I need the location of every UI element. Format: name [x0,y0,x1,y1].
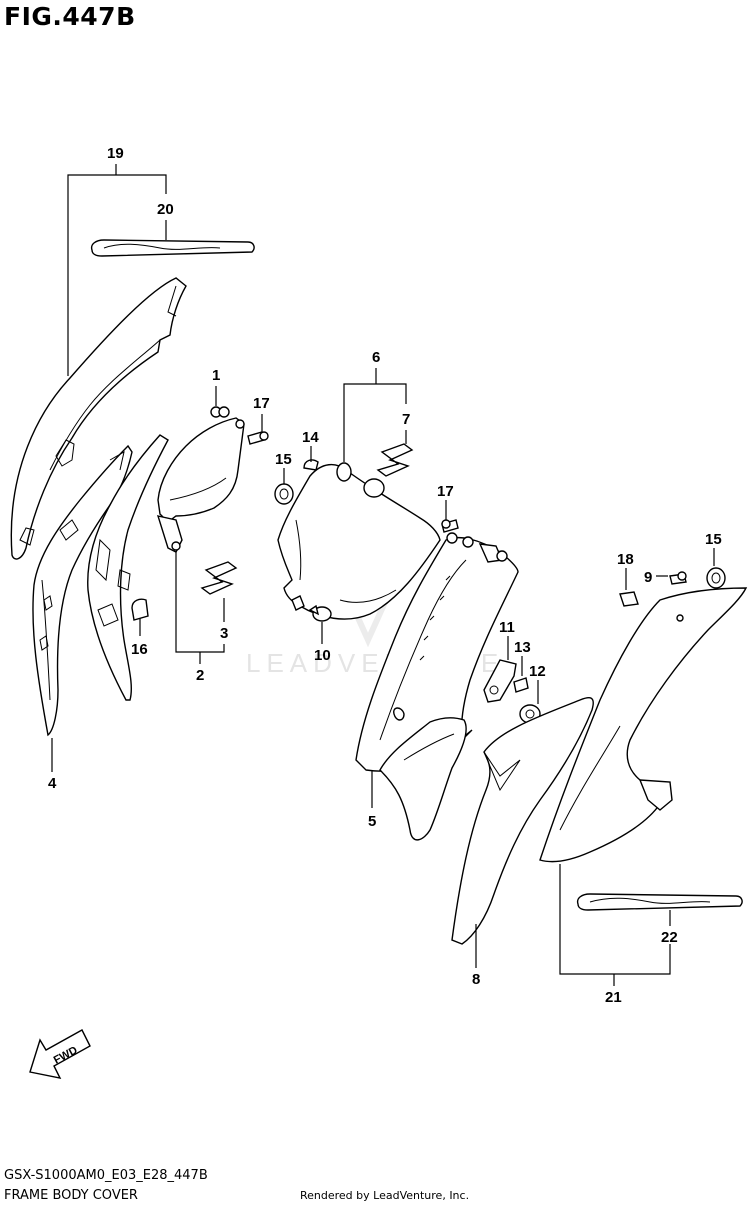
rendered-by-credit: Rendered by LeadVenture, Inc. [300,1189,470,1202]
figure-code: GSX-S1000AM0_E03_E28_447B [4,1168,208,1183]
part-inner-panel-left[interactable] [87,434,169,701]
callout-18[interactable]: 18 [617,551,634,568]
callout-2[interactable]: 2 [196,667,204,684]
callout-11[interactable]: 11 [499,619,515,636]
part-center-cover-6[interactable] [277,462,441,620]
gsx-s-decal-22[interactable] [576,893,743,911]
callout-1[interactable]: 1 [212,367,220,384]
callout-15-right[interactable]: 15 [705,531,722,548]
callout-17-left[interactable]: 17 [253,395,270,412]
callout-4[interactable]: 4 [48,775,57,792]
callout-12[interactable]: 12 [529,663,546,680]
part-bolt-13[interactable] [513,677,529,693]
callout-22[interactable]: 22 [661,929,678,946]
callout-9[interactable]: 9 [644,569,652,586]
part-lower-cover-8[interactable] [451,697,594,945]
part-bracket-11[interactable] [483,659,517,703]
part-bolt-10[interactable] [308,604,332,622]
callout-5[interactable]: 5 [368,813,376,830]
callout-6[interactable]: 6 [372,349,380,366]
callout-17-right[interactable]: 17 [437,483,454,500]
callout-21[interactable]: 21 [605,989,622,1006]
part-nut-18[interactable] [619,591,639,607]
figure-title: FIG.447B [4,2,136,31]
callout-8[interactable]: 8 [472,971,480,988]
part-center-cover-5[interactable] [355,532,519,841]
part-side-cover-upper[interactable] [10,277,187,560]
callout-15-left[interactable]: 15 [275,451,292,468]
part-screw-17-right[interactable] [441,519,459,533]
callout-19[interactable]: 19 [107,145,124,162]
forward-direction-arrow-icon: FWD [29,1029,91,1079]
leader-lines [51,164,715,986]
part-grommet-15-left[interactable] [274,483,294,505]
figure-name: FRAME BODY COVER [4,1188,138,1203]
callout-14[interactable]: 14 [302,429,319,446]
callout-7[interactable]: 7 [402,411,410,428]
suzuki-emblem-3[interactable] [200,561,238,595]
callout-numbers: 19 20 1 17 14 15 6 7 17 3 2 16 10 4 5 11… [48,145,722,1006]
part-screw-17-left[interactable] [247,431,269,445]
callout-10[interactable]: 10 [314,647,331,664]
callout-13[interactable]: 13 [514,639,531,656]
part-side-cover-lower-left[interactable] [32,444,133,737]
part-inner-cover-2[interactable] [156,406,245,553]
gsx-s-decal-20[interactable] [90,239,255,257]
callout-20[interactable]: 20 [157,201,174,218]
part-side-cover-right[interactable] [539,587,748,863]
callout-16[interactable]: 16 [131,641,148,658]
part-grommet-15-right[interactable] [706,567,726,589]
callout-3[interactable]: 3 [220,625,228,642]
suzuki-emblem-7[interactable] [376,443,414,477]
part-screw-9[interactable] [669,571,687,585]
part-pad-16[interactable] [131,598,149,621]
